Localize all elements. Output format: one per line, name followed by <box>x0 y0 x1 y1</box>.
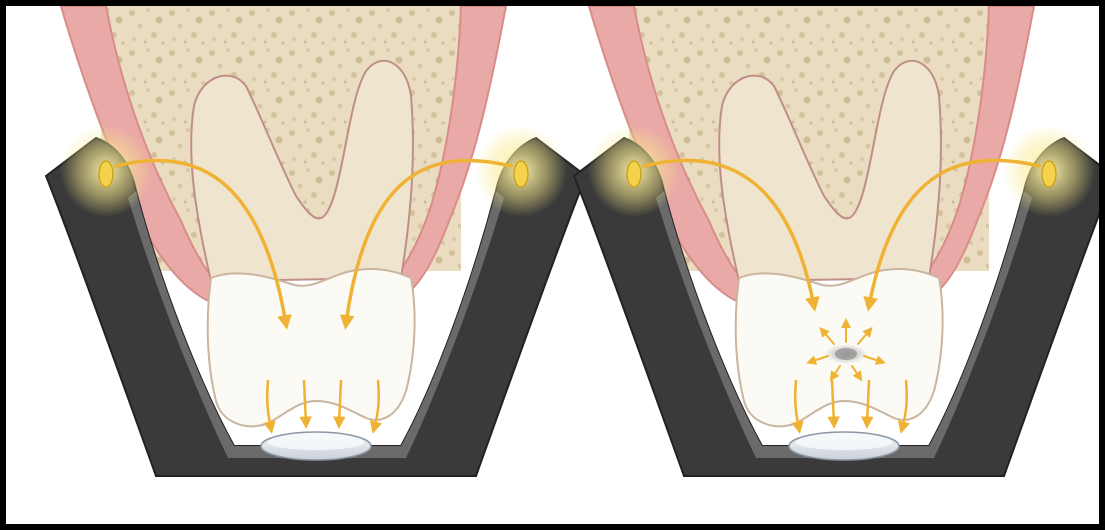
light-source-icon <box>60 125 152 217</box>
panel-lesion-tooth <box>574 6 1099 476</box>
caries-lesion-icon <box>824 344 868 364</box>
sensor-icon <box>789 432 899 460</box>
light-source-icon <box>588 125 680 217</box>
panel-sound-tooth <box>46 6 586 476</box>
light-source-icon <box>1003 125 1095 217</box>
tooth-crown <box>208 269 415 426</box>
light-source-icon <box>475 125 567 217</box>
transillumination-diagram <box>6 6 1099 524</box>
sensor-icon <box>261 432 371 460</box>
